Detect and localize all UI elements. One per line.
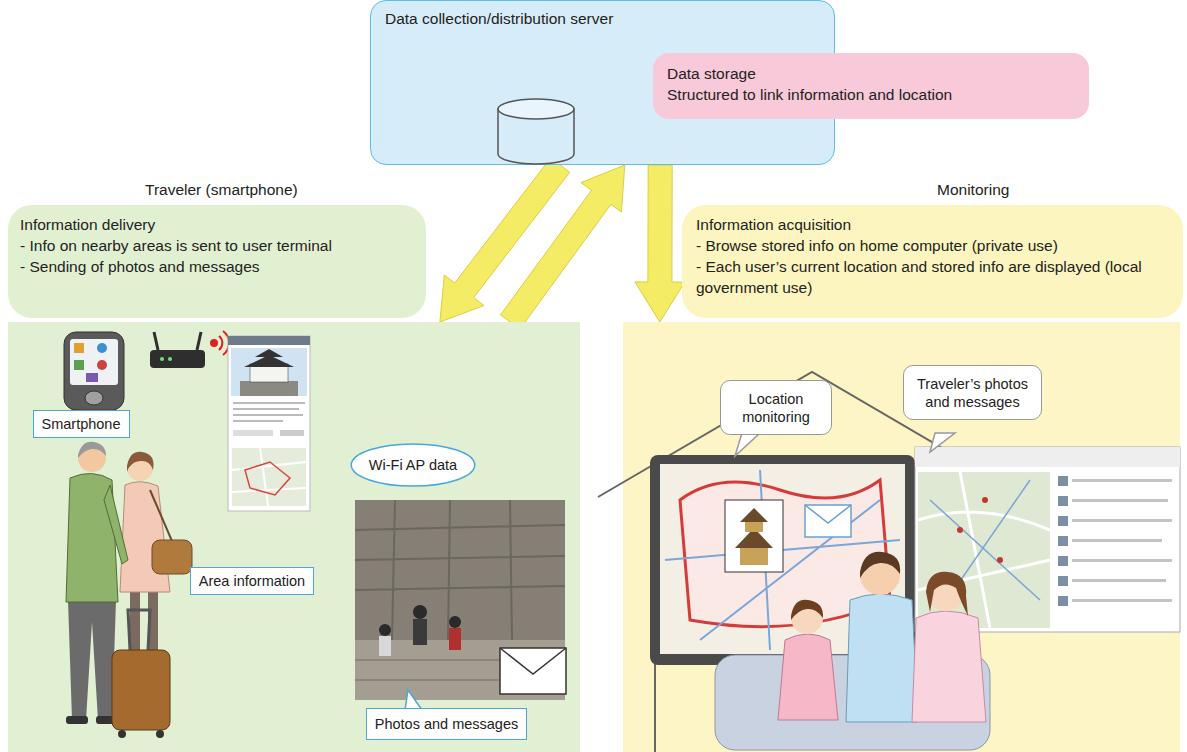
region-heading: Monitoring — [937, 180, 1009, 200]
monitoring-panel: MonitoringLocation monitoringTraveler’s … — [623, 322, 1180, 752]
region-heading: Traveler (smartphone) — [145, 180, 298, 200]
label-box: Area information — [190, 567, 314, 595]
ellipse-label: Wi-Fi AP data — [350, 443, 476, 487]
box-text: - Info on nearby areas is sent to user t… — [20, 235, 392, 256]
label-box: Photos and messages — [366, 708, 527, 740]
traveler-illustration — [8, 322, 580, 752]
box-text: Smartphone — [42, 415, 121, 433]
flow-arrow — [440, 158, 570, 322]
box-heading: Information delivery — [20, 214, 392, 235]
server-box: Data collection/distribution serverData … — [370, 0, 835, 165]
box-text: Structured to link information and locat… — [667, 84, 1075, 105]
box-text: Area information — [199, 572, 305, 590]
traveler-panel: Traveler (smartphone)SmartphoneArea info… — [8, 322, 580, 752]
box-text: Location monitoring — [729, 390, 823, 426]
box-heading: Information acquisition — [696, 214, 1166, 235]
box-text: Data collection/distribution server — [385, 8, 820, 29]
flow-arrow — [501, 165, 625, 329]
label-box: Smartphone — [33, 410, 130, 438]
box-heading: Data storage — [667, 63, 1075, 84]
callout-box: Traveler’s photos and messages — [903, 365, 1042, 420]
info-box: Information delivery- Info on nearby are… — [8, 205, 426, 318]
storage-box: Data storageStructured to link informati… — [653, 53, 1089, 119]
box-text: Wi-Fi AP data — [369, 456, 457, 474]
box-text: Photos and messages — [375, 715, 518, 733]
monitoring-illustration — [623, 322, 1180, 752]
info-box: Information acquisition- Browse stored i… — [682, 205, 1183, 318]
flow-arrow — [635, 165, 685, 322]
box-text: - Browse stored info on home computer (p… — [696, 235, 1166, 256]
box-text: - Each user’s current location and store… — [696, 256, 1166, 298]
box-text: Traveler’s photos and messages — [912, 375, 1033, 411]
callout-box: Location monitoring — [720, 380, 832, 435]
box-text: - Sending of photos and messages — [20, 256, 392, 277]
